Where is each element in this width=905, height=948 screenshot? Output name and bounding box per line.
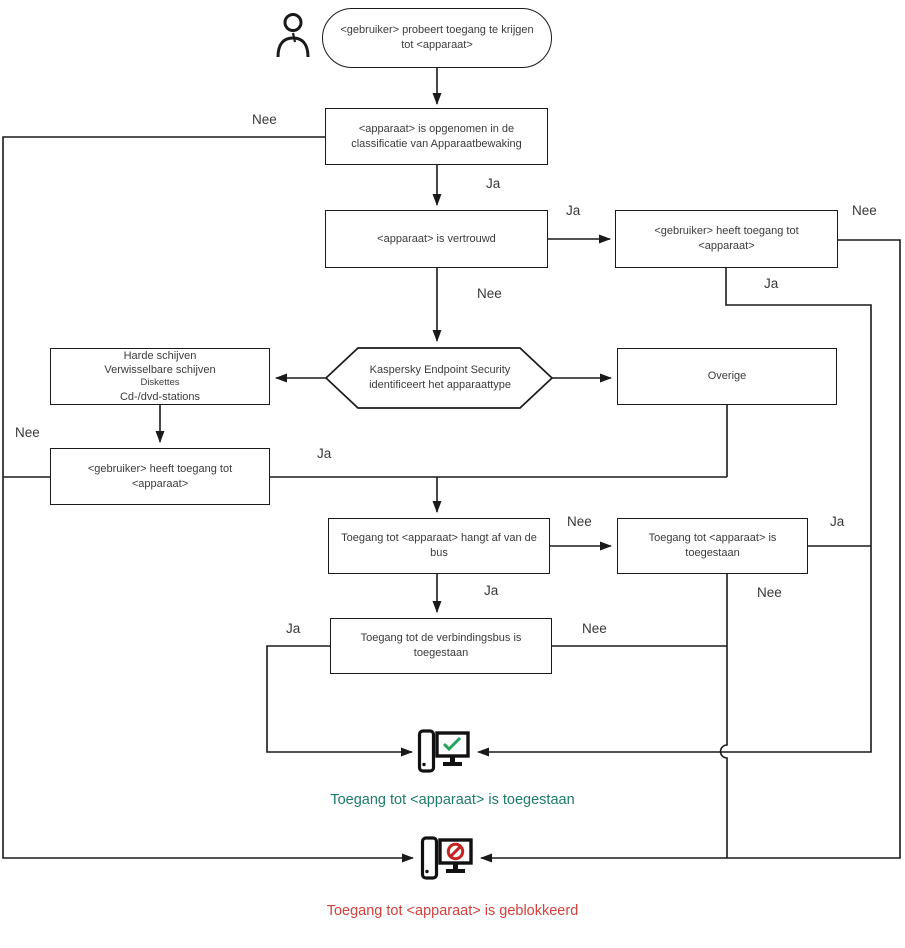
node-start: <gebruiker> probeert toegang te krijgen … bbox=[322, 8, 552, 68]
node-identify: Kaspersky Endpoint Security identificeer… bbox=[350, 348, 530, 408]
node-user-access-top: <gebruiker> heeft toegang tot <apparaat> bbox=[615, 210, 838, 268]
edge-label-allowed-no: Nee bbox=[757, 585, 782, 600]
node-bus-depends: Toegang tot <apparaat> hangt af van de b… bbox=[328, 518, 550, 574]
device-type-item: Harde schijven bbox=[123, 349, 197, 362]
node-classification-label: <apparaat> is opgenomen in de classifica… bbox=[351, 122, 522, 150]
node-trusted-label: <apparaat> is vertrouwd bbox=[377, 232, 496, 245]
node-trusted: <apparaat> is vertrouwd bbox=[325, 210, 548, 268]
edge-label-user-left-no: Nee bbox=[15, 425, 40, 440]
node-other-label: Overige bbox=[707, 370, 747, 383]
node-identify-label: Kaspersky Endpoint Security identificeer… bbox=[369, 364, 511, 391]
edge-label-allowed-yes: Ja bbox=[830, 514, 845, 529]
edge-label-bus-allowed-no: Nee bbox=[582, 621, 607, 636]
edge-label-bus-allowed-yes: Ja bbox=[286, 621, 301, 636]
node-user-access-left: <gebruiker> heeft toegang tot <apparaat> bbox=[50, 448, 270, 505]
edge-label-user-top-yes: Ja bbox=[764, 276, 779, 291]
node-bus-allowed-label: Toegang tot de verbindingsbus is toegest… bbox=[360, 632, 522, 659]
edge-label-bus-yes: Ja bbox=[484, 583, 499, 598]
user-icon bbox=[274, 11, 312, 59]
edge-label-user-left-yes: Ja bbox=[317, 446, 332, 461]
edge-label-trusted-yes: Ja bbox=[566, 203, 581, 218]
computer-access-blocked-icon bbox=[420, 833, 474, 885]
node-access-allowed-label: Toegang tot <apparaat> is toegestaan bbox=[648, 532, 777, 559]
edge-bus-allowed-yes bbox=[266, 645, 413, 757]
result-blocked-text: Toegang tot <apparaat> is geblokkeerd bbox=[326, 903, 579, 919]
node-identify-shape bbox=[324, 347, 554, 409]
device-type-item: Diskettes bbox=[140, 377, 180, 389]
result-allowed-text: Toegang tot <apparaat> is toegestaan bbox=[330, 792, 575, 808]
device-type-item: Cd-/dvd-stations bbox=[119, 390, 201, 403]
computer-access-allowed-icon bbox=[417, 726, 471, 778]
node-access-allowed: Toegang tot <apparaat> is toegestaan bbox=[617, 518, 808, 574]
node-user-access-left-label: <gebruiker> heeft toegang tot <apparaat> bbox=[87, 462, 233, 490]
device-type-item: Verwisselbare schijven bbox=[104, 364, 216, 377]
node-user-access-top-label: <gebruiker> heeft toegang tot <apparaat> bbox=[654, 225, 799, 252]
node-classification: <apparaat> is opgenomen in de classifica… bbox=[325, 108, 548, 165]
node-bus-depends-label: Toegang tot <apparaat> hangt af van de b… bbox=[341, 532, 537, 559]
edge-label-classification-yes: Ja bbox=[486, 176, 501, 191]
edge-allowed-no bbox=[719, 574, 728, 858]
edge-label-bus-no: Nee bbox=[567, 514, 592, 529]
edge-classification-no bbox=[2, 136, 414, 863]
edge-user-top-yes bbox=[477, 268, 872, 757]
node-bus-allowed: Toegang tot de verbindingsbus is toegest… bbox=[330, 618, 552, 674]
edge-user-top-no bbox=[480, 239, 901, 863]
node-start-label: <gebruiker> probeert toegang te krijgen … bbox=[340, 24, 534, 51]
node-other: Overige bbox=[617, 348, 837, 405]
node-device-types: Harde schijven Verwisselbare schijven Di… bbox=[50, 348, 270, 405]
edge-label-trusted-no: Nee bbox=[477, 286, 502, 301]
edge-label-user-top-no: Nee bbox=[852, 203, 877, 218]
edge-label-classification-no: Nee bbox=[252, 112, 277, 127]
